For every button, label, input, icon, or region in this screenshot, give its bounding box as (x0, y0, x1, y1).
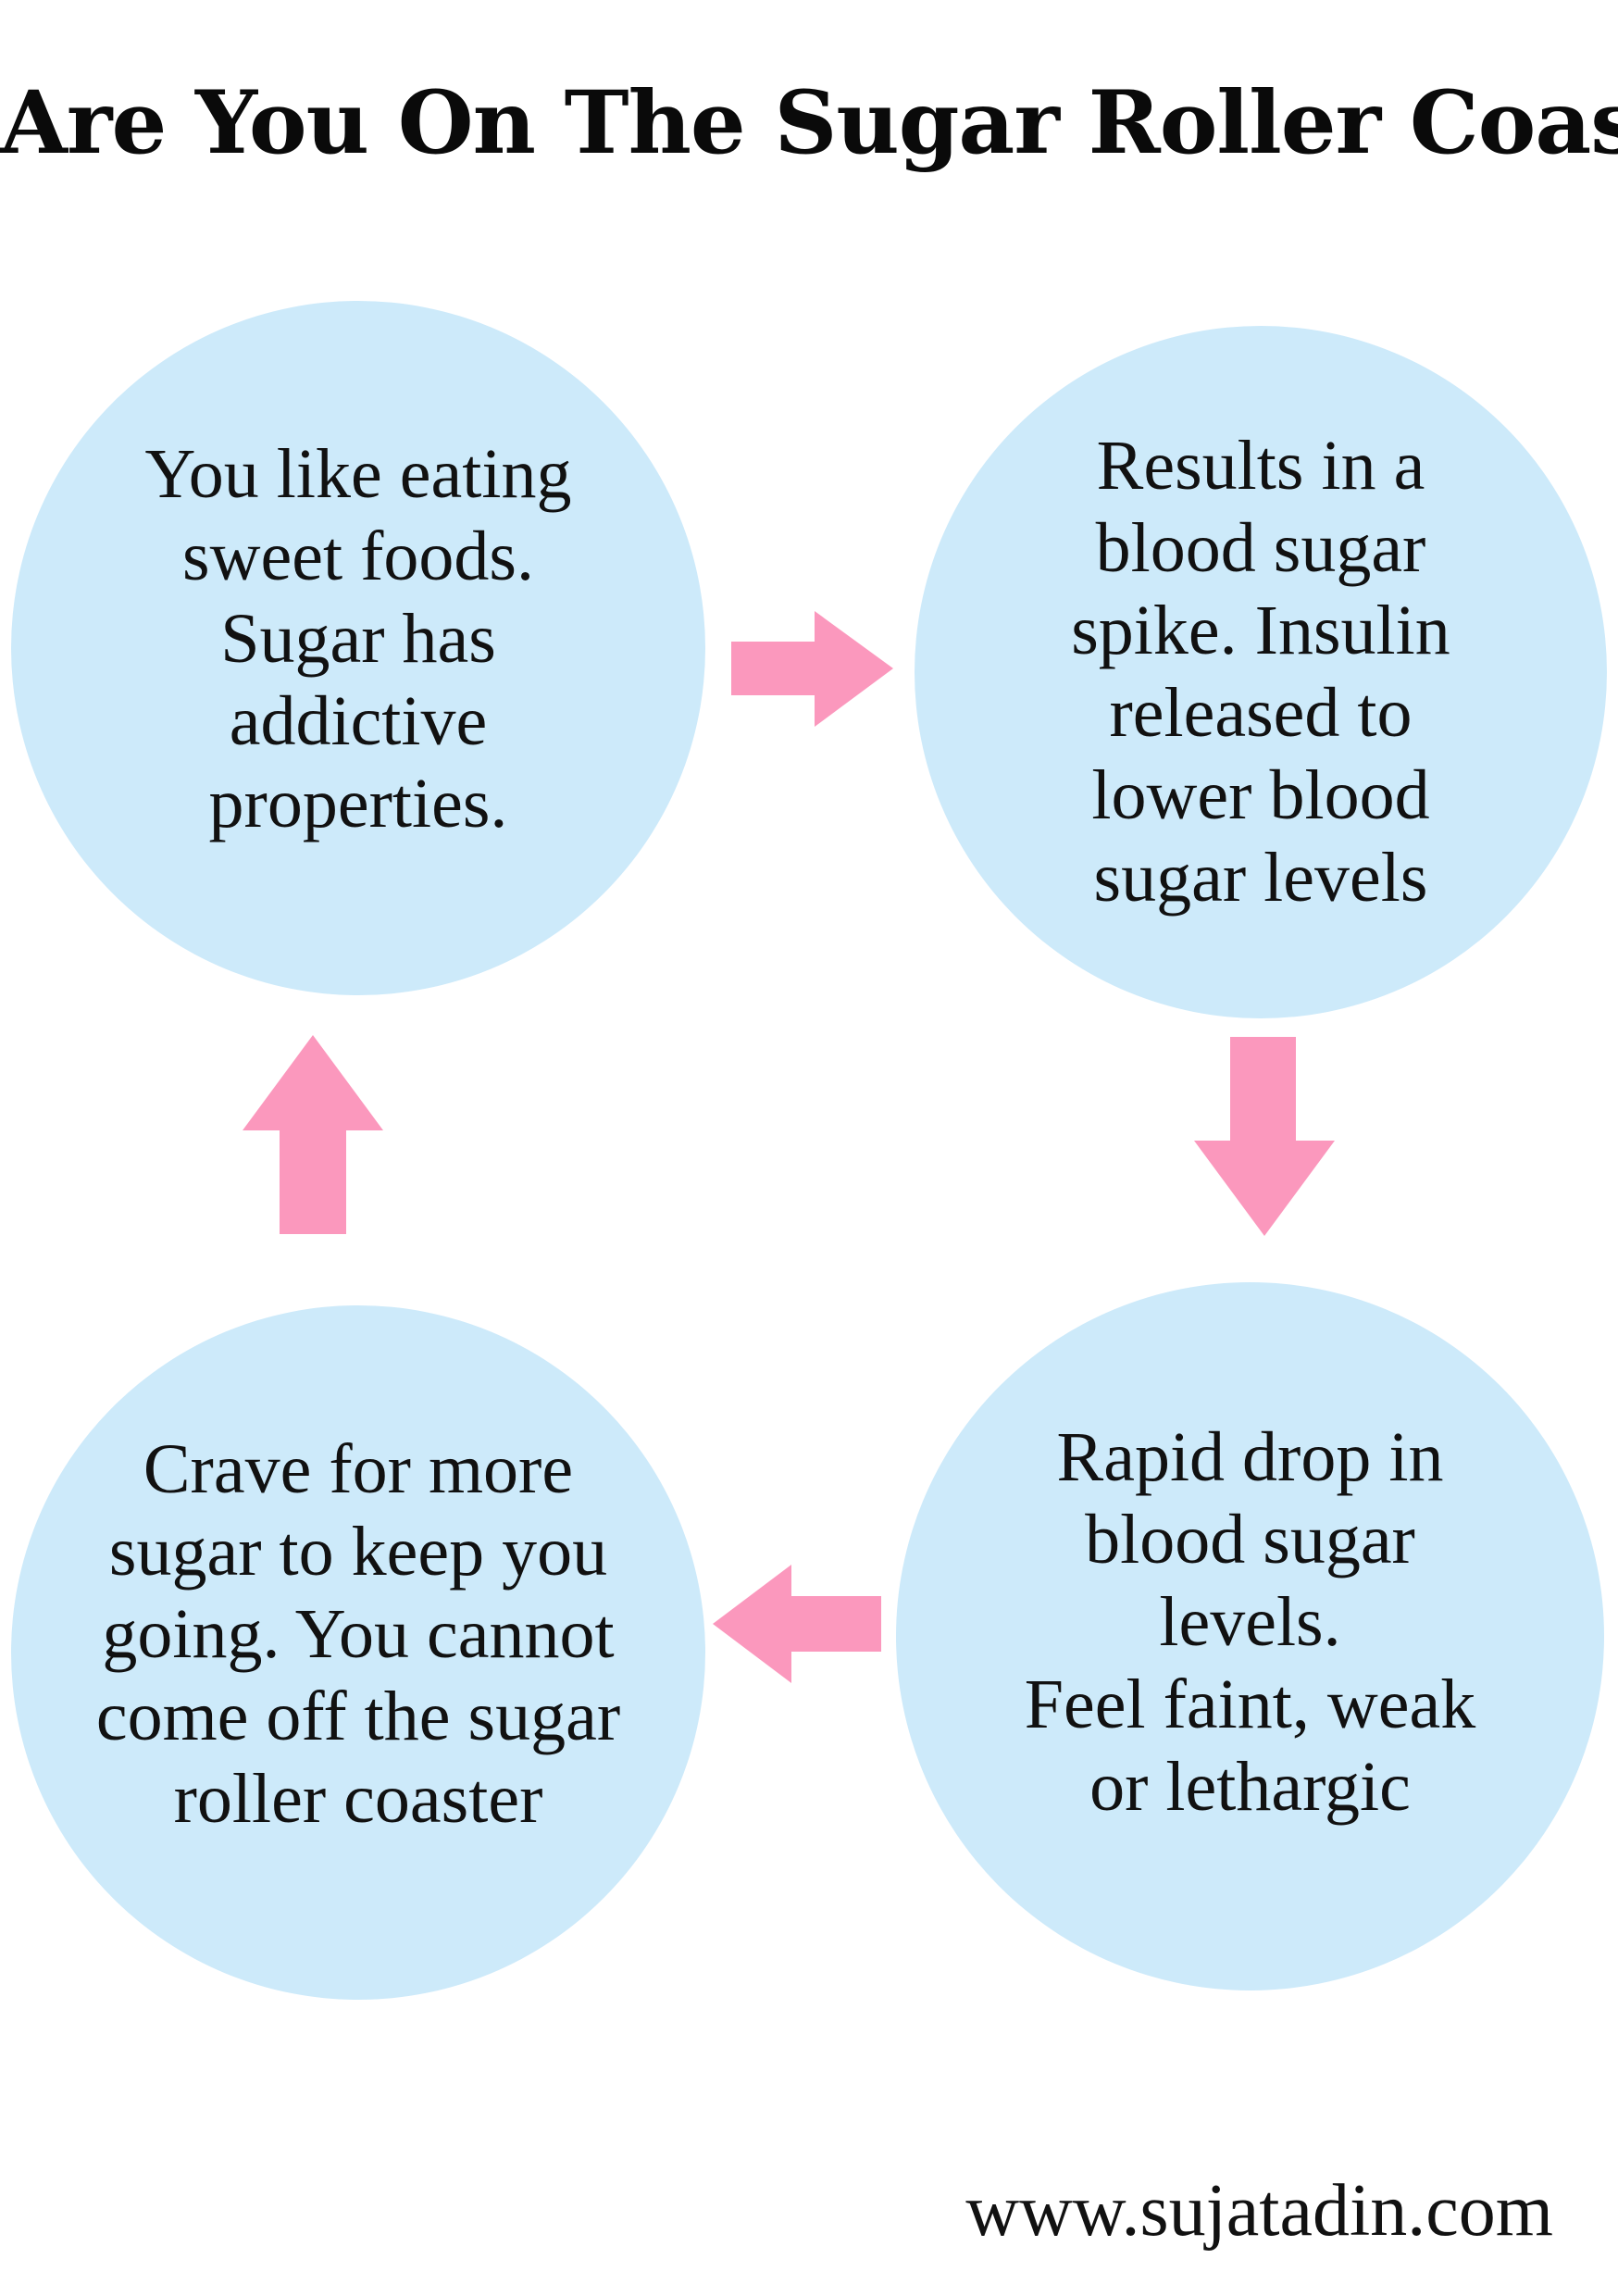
arrow-left-icon (713, 1565, 881, 1683)
step-2-text: Results in a blood sugar spike. Insulin … (1071, 427, 1450, 917)
website-url: www.sujatadin.com (965, 2170, 1553, 2252)
arrow-up-icon (243, 1035, 383, 1234)
step-3-text: Rapid drop in blood sugar levels. Feel f… (1024, 1418, 1476, 1826)
step-1-text: You like eating sweet foods. Sugar has a… (144, 434, 572, 842)
arrow-right-icon (731, 611, 893, 727)
step-circle-4: Crave for more sugar to keep you going. … (11, 1305, 705, 2000)
step-circle-2: Results in a blood sugar spike. Insulin … (915, 326, 1607, 1018)
step-circle-1: You like eating sweet foods. Sugar has a… (11, 301, 705, 995)
step-circle-3: Rapid drop in blood sugar levels. Feel f… (896, 1282, 1604, 1990)
arrow-down-icon (1194, 1037, 1335, 1236)
step-4-text: Crave for more sugar to keep you going. … (95, 1429, 621, 1838)
page-title: Are You On The Sugar Roller Coaster? (0, 72, 1618, 174)
